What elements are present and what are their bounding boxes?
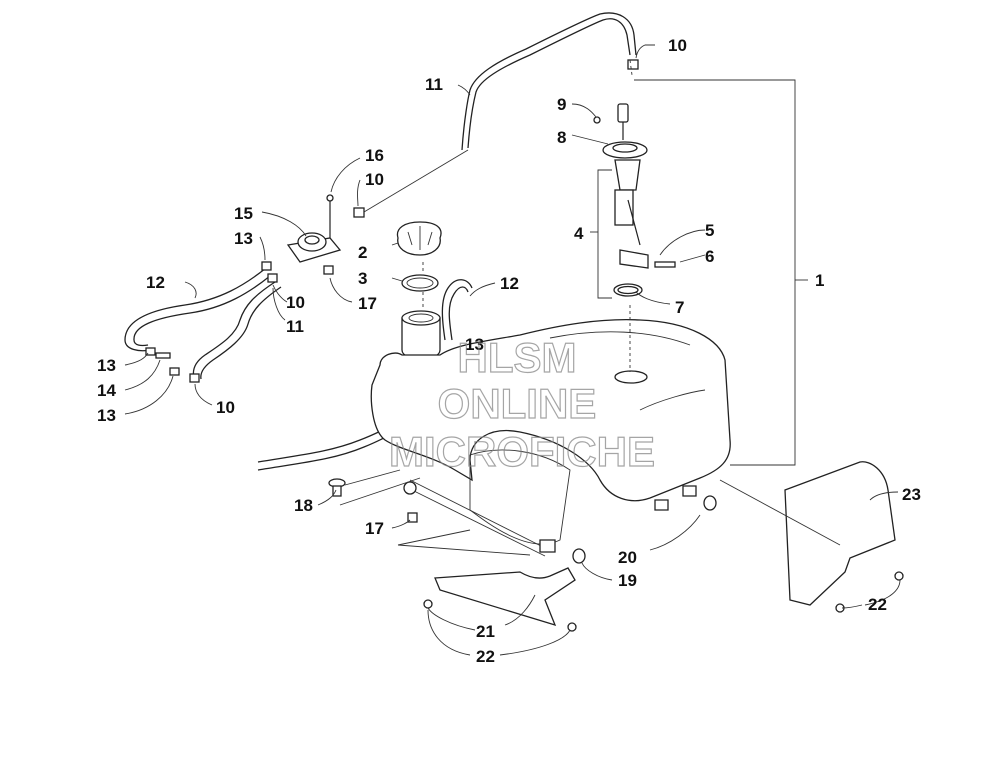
callout-6: 6: [705, 247, 714, 266]
callout-13-tank: 13: [465, 335, 484, 354]
callout-10-valve: 10: [365, 170, 384, 189]
screw-22-left-a: [423, 599, 433, 609]
callout-5: 5: [705, 221, 714, 240]
filler-gasket-inner: [406, 277, 434, 289]
vent-valve: [286, 194, 342, 275]
grommet-20: [703, 495, 717, 511]
callout-20: 20: [618, 548, 637, 567]
callout-7: 7: [675, 298, 684, 317]
callout-14: 14: [97, 381, 116, 400]
heat-shield-21: [434, 567, 576, 627]
callout-3: 3: [358, 269, 367, 288]
watermark: HLSM ONLINE MICROFICHE: [388, 333, 655, 475]
grommet-19: [572, 548, 586, 564]
watermark-line-2: ONLINE: [438, 380, 597, 427]
callout-15: 15: [234, 204, 253, 223]
fastener-18: [328, 478, 346, 497]
callout-12-right: 12: [500, 274, 519, 293]
leader-lines: [124, 44, 901, 656]
callout-10-top: 10: [668, 36, 687, 55]
filler-cap: [396, 221, 442, 256]
callout-21: 21: [476, 622, 495, 641]
filler-neck: [401, 310, 441, 360]
nut-17-lower: [407, 512, 418, 523]
vent-hose-left-inner: [133, 275, 271, 347]
callout-4: 4: [574, 224, 584, 243]
heat-shield-23: [784, 461, 896, 606]
callout-16: 16: [365, 146, 384, 165]
callout-9: 9: [557, 95, 566, 114]
vent-hose-upper: [467, 18, 631, 149]
callout-2: 2: [358, 243, 367, 262]
callout-8: 8: [557, 128, 566, 147]
valve-hose-lower-inner: [200, 286, 282, 380]
watermark-line-1: HLSM: [458, 334, 577, 381]
vent-hose-left: [124, 267, 267, 352]
callout-17-tank: 17: [365, 519, 384, 538]
filler-vent-hose: [441, 279, 473, 341]
callout-13-valve: 13: [234, 229, 253, 248]
callout-11-mid: 11: [286, 317, 304, 336]
callout-22-left: 22: [476, 647, 495, 666]
valve-hose-lower: [192, 281, 276, 379]
watermark-line-3: MICROFICHE: [389, 428, 655, 475]
hose-fittings: [145, 59, 639, 383]
fuel-pump-assembly: [593, 103, 676, 297]
callout-23: 23: [902, 485, 921, 504]
filler-vent-hose-inner: [448, 286, 469, 341]
fuel-tank: [370, 319, 731, 557]
callout-19: 19: [618, 571, 637, 590]
callout-10-mid: 10: [286, 293, 305, 312]
callout-12-left: 12: [146, 273, 165, 292]
callout-22-right: 22: [868, 595, 887, 614]
callout-11-top: 11: [425, 75, 443, 94]
vent-hose-upper-inner: [461, 12, 637, 151]
callout-18: 18: [294, 496, 313, 515]
callout-13-upper: 13: [97, 356, 116, 375]
screw-22-left-b: [567, 622, 577, 632]
callout-13-lower: 13: [97, 406, 116, 425]
callout-17-valve: 17: [358, 294, 377, 313]
screw-22-right-a: [894, 571, 904, 581]
callout-10-low: 10: [216, 398, 235, 417]
callout-1: 1: [815, 271, 824, 290]
